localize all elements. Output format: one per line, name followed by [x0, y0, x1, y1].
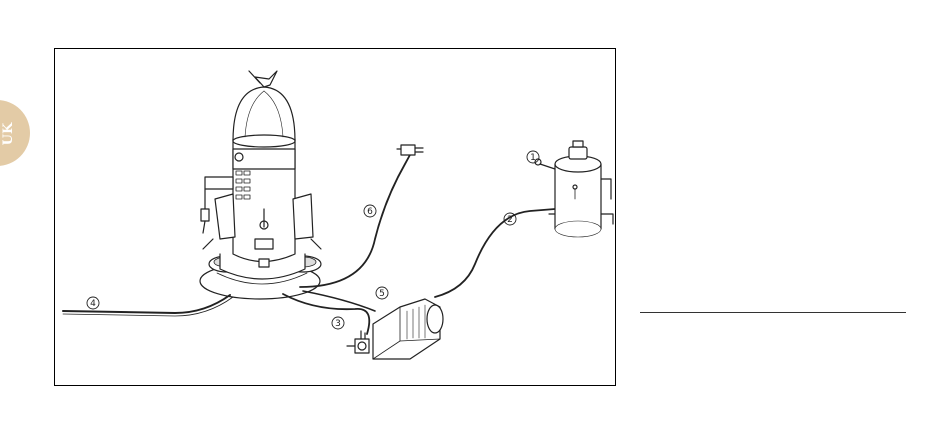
water-pump	[347, 299, 443, 359]
callout-1: 1	[530, 153, 536, 163]
callout-6: 6	[367, 207, 373, 217]
hose-2	[435, 209, 555, 297]
callout-3: 3	[335, 319, 341, 329]
horizontal-rule	[640, 312, 906, 313]
callout-2: 2	[507, 215, 513, 225]
hose-5	[303, 291, 375, 311]
callout-4: 4	[90, 299, 96, 309]
hose-4	[63, 295, 230, 313]
callout-5: 5	[379, 289, 385, 299]
water-softener-filter	[535, 141, 613, 237]
language-tab-label: UK	[0, 121, 19, 147]
hose-3	[283, 294, 369, 334]
installation-diagram: 1 2 3 4 5 6	[55, 49, 617, 387]
installation-diagram-frame: 1 2 3 4 5 6	[54, 48, 616, 386]
callout-labels	[87, 151, 539, 329]
power-plug	[397, 145, 423, 155]
espresso-machine	[200, 71, 321, 299]
